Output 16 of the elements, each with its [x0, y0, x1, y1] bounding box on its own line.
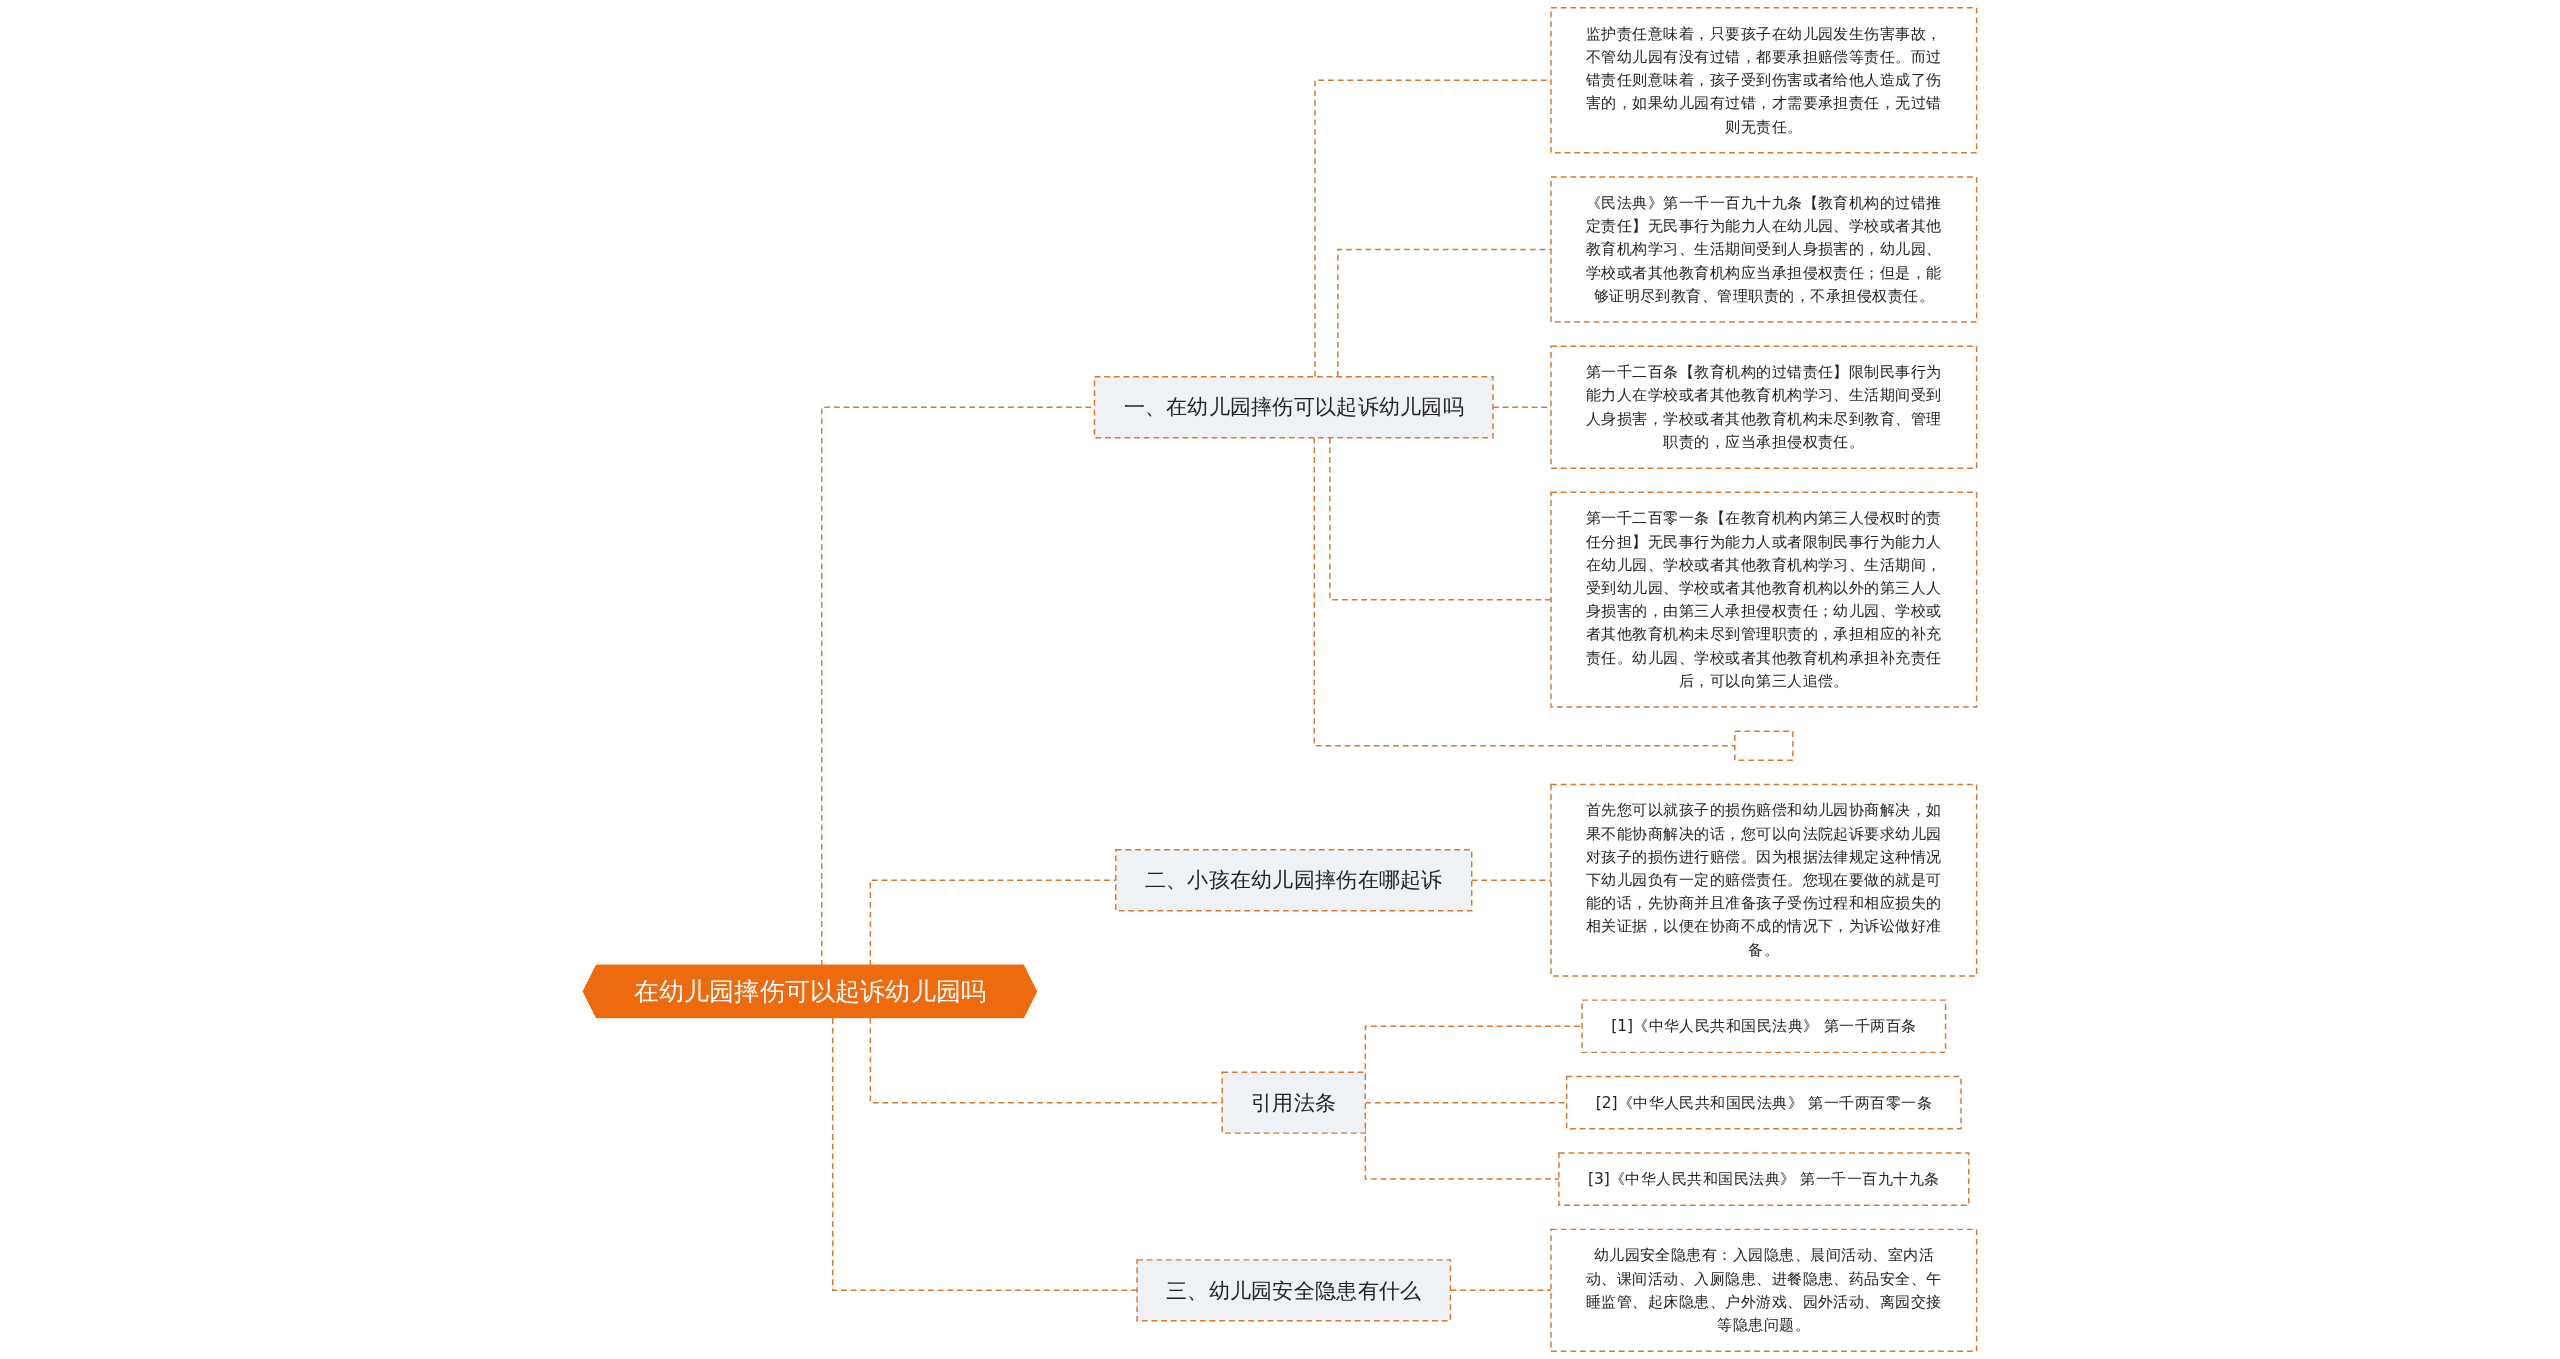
node-box: 幼儿园安全隐患有：入园隐患、晨间活动、室内活动、课间活动、入厕隐患、进餐隐患、药品安全、午睡监管、起床隐患、户外游戏、园外活动、离园交接等隐患问题。 — [1550, 1228, 1978, 1352]
connector — [832, 1017, 1138, 1292]
connector — [1329, 436, 1552, 601]
node-box: 第一千二百零一条【在教育机构内第三人侵权时的责任分担】无民事行为能力人或者限制民事行为能力人在幼儿园、学校或者其他教育机构学习、生活期间，受到幼儿园、学校或者其他教育机构以外的第三人人身损害的，由第三人承担侵权责任；幼儿园、学校或者其他教育机构未尽到管理职责的，承担相应的补充责任。幼儿园、学校或者其他教育机构承担补充责任后，可以向第三人追偿。 — [1550, 491, 1978, 708]
node-box — [1734, 730, 1794, 761]
node-box: 二、小孩在幼儿园摔伤在哪起诉 — [1115, 849, 1473, 912]
node-box: 《民法典》第一千一百九十九条【教育机构的过错推定责任】无民事行为能力人在幼儿园、学校或者其他教育机构学习、生活期间受到人身损害的，幼儿园、学校或者其他教育机构应当承担侵权责任；但是，能够证明尽到教育、管理职责的，不承担侵权责任。 — [1550, 176, 1978, 323]
node-box: 引用法条 — [1221, 1071, 1367, 1134]
node-box: 第一千二百条【教育机构的过错责任】限制民事行为能力人在学校或者其他教育机构学习、生活期间受到人身损害，学校或者其他教育机构未尽到教育、管理职责的，应当承担侵权责任。 — [1550, 345, 1978, 469]
node-box: [2]《中华人民共和国民法典》 第一千两百零一条 — [1565, 1075, 1962, 1130]
node-box: [1]《中华人民共和国民法典》 第一千两百条 — [1581, 999, 1947, 1054]
node-box: 监护责任意味着，只要孩子在幼儿园发生伤害事故，不管幼儿园有没有过错，都要承担赔偿等责任。而过错责任则意味着，孩子受到伤害或者给他人造成了伤害的，如果幼儿园有过错，才需要承担责任，无过错则无责任。 — [1550, 7, 1978, 154]
node-box: 一、在幼儿园摔伤可以起诉幼儿园吗 — [1093, 376, 1494, 439]
node-box: 三、幼儿园安全隐患有什么 — [1136, 1259, 1452, 1322]
node-box: [3]《中华人民共和国民法典》 第一千一百九十九条 — [1558, 1152, 1970, 1206]
node-box: 首先您可以就孩子的损伤赔偿和幼儿园协商解决，如果不能协商解决的话，您可以向法院起诉要求幼儿园对孩子的损伤进行赔偿。因为根据法律规定这种情况下幼儿园负有一定的赔偿责任。您现在要做的就是可能的话，先协商并且准备孩子受伤过程和相应损失的相关证据，以便在协商不成的情况下，为诉讼做好准备。 — [1550, 783, 1978, 977]
